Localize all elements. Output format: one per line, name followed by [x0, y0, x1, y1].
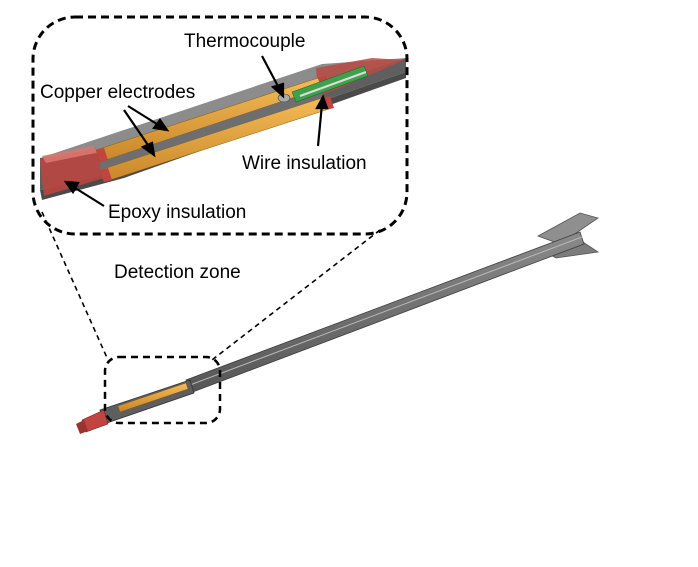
epoxy-insulation-arrow — [71, 185, 105, 207]
probe-assembly — [76, 212, 600, 434]
probe-shaft-highlight — [189, 236, 583, 386]
copper-electrodes-arrowhead-2 — [140, 141, 156, 158]
inset-electrode-cap-2 — [100, 168, 112, 182]
inset-epoxy-left-top — [42, 146, 100, 163]
probe-tip-copper — [117, 382, 189, 413]
thermocouple-label: Thermocouple — [184, 31, 305, 52]
probe-tip-end — [76, 420, 88, 434]
inset-wire — [299, 71, 367, 97]
zoom-connector-left — [41, 211, 109, 361]
inset-electrode-gap — [100, 88, 322, 170]
copper-electrodes-label: Copper electrodes — [40, 82, 195, 103]
callout-arrows — [63, 55, 329, 207]
wire-insulation-label: Wire insulation — [242, 153, 367, 174]
thermocouple-arrow — [261, 55, 281, 91]
thermocouple-arrowhead — [270, 82, 285, 99]
copper-electrodes-arrow-1 — [127, 105, 161, 127]
probe-rear-fin-top — [537, 212, 599, 245]
copper-electrodes-arrow-2 — [123, 109, 151, 149]
detection-zone-label: Detection zone — [114, 262, 241, 283]
probe-shaft — [185, 231, 585, 394]
inset-border — [31, 15, 409, 236]
wire-insulation-arrow — [316, 103, 324, 147]
copper-electrodes-arrowhead-1 — [152, 118, 170, 132]
epoxy-insulation-arrowhead — [63, 180, 80, 195]
inset-electrode-cap-1 — [96, 148, 108, 162]
zoom-inset — [31, 15, 409, 236]
inset-model — [40, 58, 406, 200]
epoxy-insulation-label: Epoxy insulation — [108, 202, 246, 223]
wire-insulation-arrowhead — [315, 94, 329, 110]
